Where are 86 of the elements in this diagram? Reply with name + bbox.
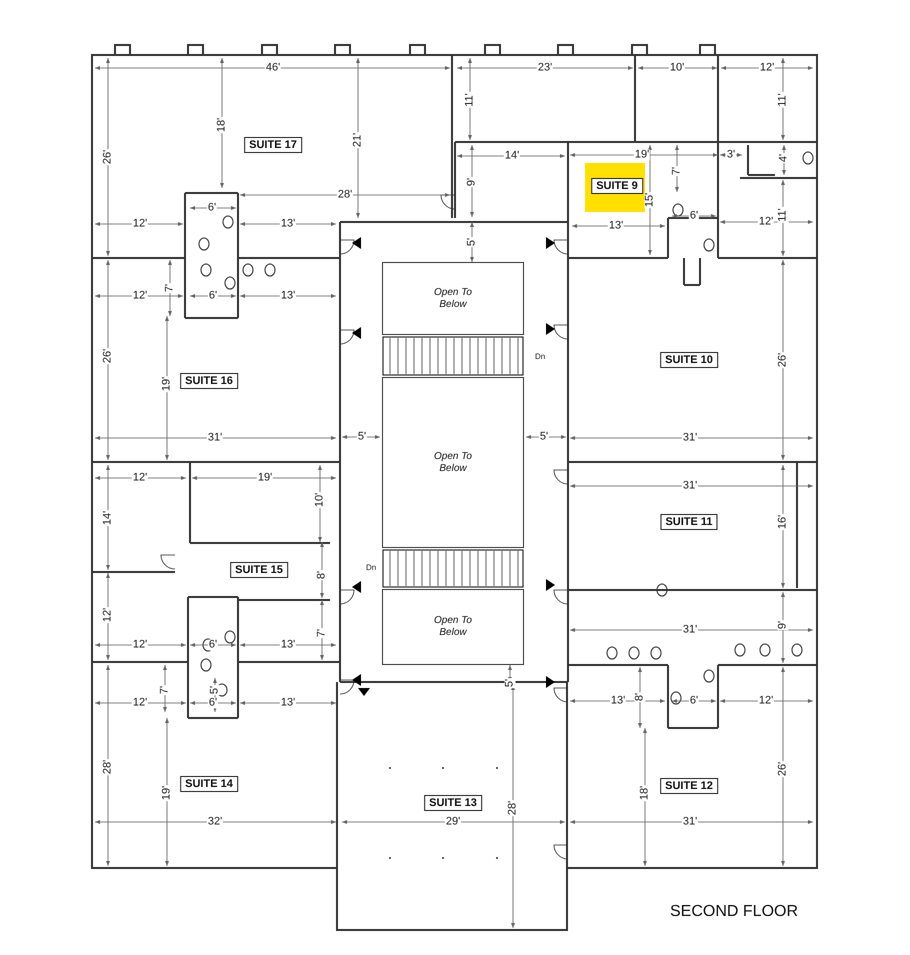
dimension-label: 13'	[610, 696, 626, 706]
dimension-label: 12'	[758, 216, 774, 228]
dimension-label: 21'	[352, 132, 364, 148]
dimension-label: 12'	[132, 472, 148, 484]
dimension-label: 9'	[778, 620, 788, 630]
drawing-title: SECOND FLOOR	[670, 903, 798, 921]
dimension-label: 4'	[778, 152, 790, 164]
dimension-label: 7'	[164, 282, 176, 294]
suite-label: SUITE 16	[180, 373, 238, 389]
dimension-label: 9'	[466, 176, 478, 188]
dimension-label: 7'	[316, 628, 328, 638]
dimension-label: 12'	[102, 606, 114, 624]
dimension-label: 14'	[102, 510, 114, 526]
dimension-label: 12'	[758, 696, 774, 706]
dimension-label: 13'	[280, 218, 296, 230]
dimension-label: 5'	[466, 236, 478, 248]
area-label: Open To Below	[433, 615, 473, 639]
dimension-label: 5'	[538, 432, 550, 442]
dimension-label: 11'	[778, 92, 788, 108]
dimension-label: 16'	[778, 514, 788, 530]
suite-label: SUITE 14	[180, 776, 238, 792]
dimension-label: 19'	[256, 472, 274, 484]
dimension-label: 26'	[102, 148, 114, 166]
dimension-label: 12'	[132, 640, 148, 650]
dimension-label: 13'	[280, 698, 296, 708]
dimension-label: 11'	[464, 92, 476, 108]
suite-label: SUITE 11	[660, 514, 718, 530]
dimension-label: 10'	[668, 62, 686, 74]
open-to-below-area	[382, 262, 524, 335]
dimension-label: 26'	[102, 348, 114, 364]
dimension-label: 31'	[682, 432, 698, 444]
dimension-label: 28'	[508, 800, 518, 816]
dimension-label: 15'	[644, 192, 656, 208]
suite-label: SUITE 12	[660, 778, 718, 794]
dimension-label: 18'	[640, 784, 650, 802]
dimension-label: 13'	[280, 640, 296, 650]
dimension-label: 3'	[726, 150, 736, 160]
open-to-below-area	[382, 589, 524, 665]
dimension-label: 23'	[536, 62, 554, 74]
dimension-label: 28'	[336, 190, 354, 200]
dimension-label: 28'	[102, 758, 114, 776]
area-label: Open To Below	[433, 450, 473, 474]
dimension-label: 31'	[206, 432, 224, 444]
dimension-label: 10'	[314, 492, 326, 508]
dimension-label: 31'	[682, 816, 698, 828]
dimension-label: 14'	[504, 150, 520, 162]
dimension-label: 32'	[206, 816, 224, 828]
dimension-label: 12'	[758, 62, 776, 74]
dimension-label: 12'	[132, 218, 148, 230]
dimension-label: 12'	[132, 290, 148, 302]
dimension-label: 18'	[216, 116, 228, 134]
dimension-label: 11'	[778, 207, 788, 223]
dimension-label: 8'	[634, 692, 646, 702]
dimension-label: 31'	[682, 480, 698, 492]
dimension-label: 26'	[778, 352, 788, 368]
open-to-below-area	[382, 377, 524, 548]
dimension-label: 6'	[688, 210, 700, 222]
dimension-label: 31'	[682, 624, 698, 636]
stair-direction-label: Dn	[366, 564, 376, 572]
dimension-label: 12'	[132, 698, 148, 708]
dimension-label: 29'	[444, 816, 462, 828]
dimension-label: 6'	[688, 696, 700, 706]
suite-label: SUITE 17	[244, 137, 302, 153]
dimension-label: 7'	[672, 166, 682, 176]
suite-label: SUITE 9	[591, 178, 643, 194]
suite-label: SUITE 15	[230, 562, 288, 578]
dimension-label: 19'	[634, 150, 650, 160]
stair-direction-label: Dn	[535, 353, 546, 361]
dimension-label: 6'	[208, 698, 218, 708]
dimension-label: 7'	[160, 684, 170, 696]
dimension-label: 19'	[162, 784, 172, 802]
dimension-label: 8'	[316, 570, 328, 580]
dimension-label: 13'	[280, 290, 296, 302]
suite-label: SUITE 13	[424, 795, 482, 811]
dimension-label: 26'	[778, 760, 788, 778]
area-label: Open To Below	[433, 286, 473, 310]
dimension-label: 13'	[608, 220, 624, 232]
dimension-label: 5'	[504, 678, 516, 688]
suite-label: SUITE 10	[660, 352, 718, 368]
dimension-label: 46'	[264, 62, 282, 74]
dimension-label: 6'	[208, 290, 218, 302]
dimension-label: 5'	[210, 684, 220, 696]
dimension-label: 5'	[356, 432, 368, 442]
dimension-label: 6'	[208, 640, 218, 650]
dimension-label: 19'	[162, 376, 172, 392]
dimension-label: 6'	[206, 202, 218, 214]
